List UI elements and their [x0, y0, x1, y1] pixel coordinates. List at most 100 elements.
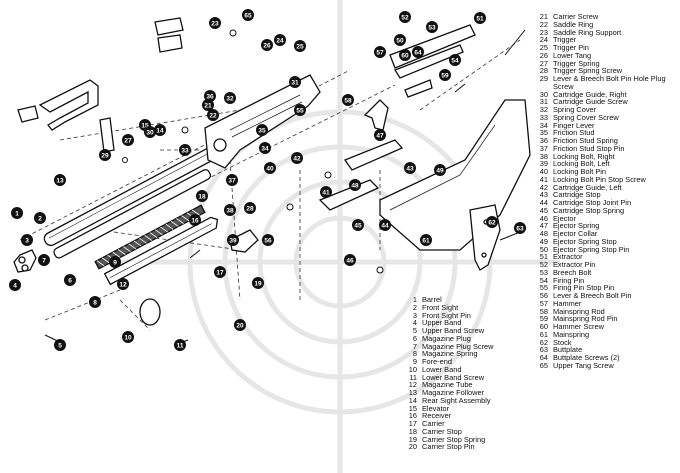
callout-2: 2 — [34, 212, 46, 224]
callout-number: 22 — [209, 112, 217, 119]
legend-part-name: Cartridge Guide Screw — [553, 97, 628, 107]
callout-circle — [34, 212, 46, 224]
callout-number: 14 — [156, 127, 164, 134]
legend-part-name: Ejector — [553, 213, 577, 223]
legend-part-name: Mainspring Rod Pin — [553, 314, 618, 324]
callout-circle — [379, 219, 391, 231]
callout-circle — [21, 234, 33, 246]
legend-part-number: 60 — [539, 322, 548, 331]
callout-22: 22 — [207, 109, 219, 121]
callout-circle — [226, 174, 238, 186]
callout-circle — [264, 162, 276, 174]
legend-part-name: Cartridge Stop Spring — [553, 205, 625, 215]
hammer-part — [363, 99, 389, 131]
callout-number: 24 — [276, 37, 284, 44]
legend-part-name: Magazine Plug Screw — [422, 341, 494, 351]
legend-part-name: Extractor Pin — [553, 260, 596, 269]
callout-number: 5 — [58, 342, 62, 349]
callout-number: 28 — [246, 205, 254, 212]
callout-46: 46 — [344, 254, 356, 266]
small-pins — [44, 29, 526, 346]
callout-circle — [349, 179, 361, 191]
callout-circle — [294, 104, 306, 116]
callout-number: 43 — [406, 165, 414, 172]
callout-60: 60 — [399, 49, 411, 61]
callout-circle — [227, 234, 239, 246]
legend-part-number: 53 — [539, 267, 548, 277]
legend-part-number: 34 — [539, 120, 548, 130]
legend-part-number: 17 — [408, 419, 417, 428]
callout-37: 37 — [226, 174, 238, 186]
legend-part-number: 28 — [539, 66, 548, 76]
callout-circle — [196, 190, 208, 202]
legend-part-number: 65 — [539, 360, 548, 370]
legend-part-number: 47 — [539, 221, 548, 231]
callout-21: 21 — [202, 99, 214, 111]
legend-part-number: 5 — [412, 326, 417, 335]
legend-part-number: 37 — [539, 143, 548, 153]
callout-16: 16 — [189, 214, 201, 226]
callout-circle — [117, 278, 129, 290]
legend-part-name: Ejector Spring Stop — [553, 236, 617, 246]
callout-number: 60 — [401, 52, 409, 59]
callout-circle — [38, 254, 50, 266]
legend-part-name: Barrel — [422, 295, 442, 304]
callout-41: 41 — [320, 186, 332, 198]
callout-number: 19 — [254, 280, 262, 287]
callout-circle — [174, 339, 186, 351]
callout-circle — [244, 202, 256, 214]
callout-circle — [474, 12, 486, 24]
callout-35: 35 — [256, 124, 268, 136]
callout-number: 58 — [344, 97, 352, 104]
callout-circle — [122, 134, 134, 146]
callout-circle — [189, 214, 201, 226]
callout-circle — [204, 90, 216, 102]
callout-circle — [394, 34, 406, 46]
callout-circle — [420, 234, 432, 246]
callout-circle — [109, 256, 121, 268]
legend-part-name: Buttplate — [553, 345, 583, 355]
legend-part-name: Firing Pin — [553, 275, 585, 285]
legend-part-number: 57 — [539, 298, 548, 308]
callout-number: 40 — [266, 165, 274, 172]
callout-40: 40 — [264, 162, 276, 174]
legend-part-number: 30 — [539, 89, 548, 99]
legend-part-number: 32 — [539, 105, 548, 114]
legend-part-name: Hammer — [553, 298, 582, 308]
callout-circle — [224, 204, 236, 216]
callout-circle — [399, 11, 411, 23]
legend-part-number: 21 — [539, 12, 548, 21]
callout-number: 25 — [296, 43, 304, 50]
legend-part-name: Cartridge Stop Joint Pin — [553, 198, 632, 207]
callout-18: 18 — [196, 190, 208, 202]
legend-part-name: Magazine Follower — [422, 388, 485, 397]
callout-17: 17 — [214, 266, 226, 278]
magazine-tube-part — [53, 169, 212, 259]
callout-circle — [207, 109, 219, 121]
callout-number: 51 — [476, 15, 484, 22]
callout-circle — [122, 331, 134, 343]
callout-25: 25 — [294, 40, 306, 52]
callout-14: 14 — [154, 124, 166, 136]
callout-44: 44 — [379, 219, 391, 231]
callout-number: 6 — [68, 277, 72, 284]
callout-26: 26 — [261, 39, 273, 51]
callout-circle — [274, 34, 286, 46]
callout-number: 57 — [376, 49, 384, 56]
fore-end-part — [103, 216, 219, 286]
callout-number: 4 — [13, 282, 17, 289]
legend-part-name: Magazine Tube — [422, 380, 473, 390]
legend-part-name: Receiver — [422, 411, 452, 421]
